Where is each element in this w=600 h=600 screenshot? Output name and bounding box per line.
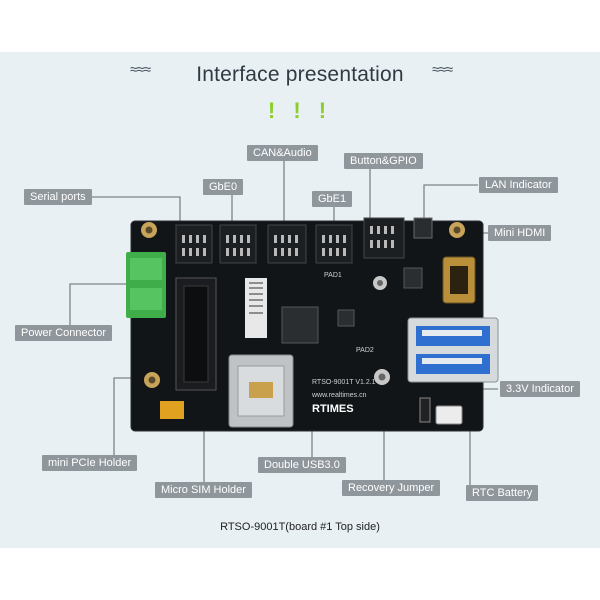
model-silkscreen: RTSO-9001T V1.2.1 [312,379,376,386]
label-micro-sim-holder: Micro SIM Holder [155,482,252,498]
exclamation-marks: ! ! ! [267,98,333,123]
brand-silkscreen: RTIMES [312,403,354,415]
barcode-sticker [245,278,267,338]
pad2-silkscreen: PAD2 [356,347,374,354]
label-3v3-indicator: 3.3V Indicator [500,381,580,397]
mini-pcie-slot [175,277,217,391]
capacitor [160,401,184,419]
usb3-stack [407,317,499,383]
label-can-audio: CAN&Audio [247,145,318,161]
label-mini-hdmi: Mini HDMI [488,225,552,241]
recovery-jumper-pins [419,397,431,423]
mini-hdmi-port [442,256,476,304]
label-mini-pcie-holder: mini PCIe Holder [42,455,138,471]
label-rtc-battery: RTC Battery [466,485,539,501]
mounting-holes [141,222,465,388]
rtc-battery-connector [435,405,463,425]
label-gbe1: GbE1 [312,191,353,207]
pad1-silkscreen: PAD1 [324,272,342,279]
label-recovery-jumper: Recovery Jumper [342,480,441,496]
soc-chip [281,306,319,344]
label-serial-ports: Serial ports [24,189,92,205]
label-lan-indicator: LAN Indicator [479,177,558,193]
power-terminal [126,252,166,318]
sim-holder [228,354,294,428]
pin-headers [175,217,433,264]
wave-decoration-left: ≈≈≈ [130,61,151,77]
label-button-gpio: Button&GPIO [344,153,423,169]
wave-decoration-right: ≈≈≈ [432,61,453,77]
label-double-usb: Double USB3.0 [258,457,346,473]
label-power-connector: Power Connector [15,325,112,341]
board-caption: RTSO-9001T(board #1 Top side) [220,521,380,533]
barcode-lines [249,282,263,314]
label-gbe0: GbE0 [203,179,244,195]
url-silkscreen: www.realtimes.cn [311,392,367,399]
page-title: Interface presentation [196,63,404,86]
